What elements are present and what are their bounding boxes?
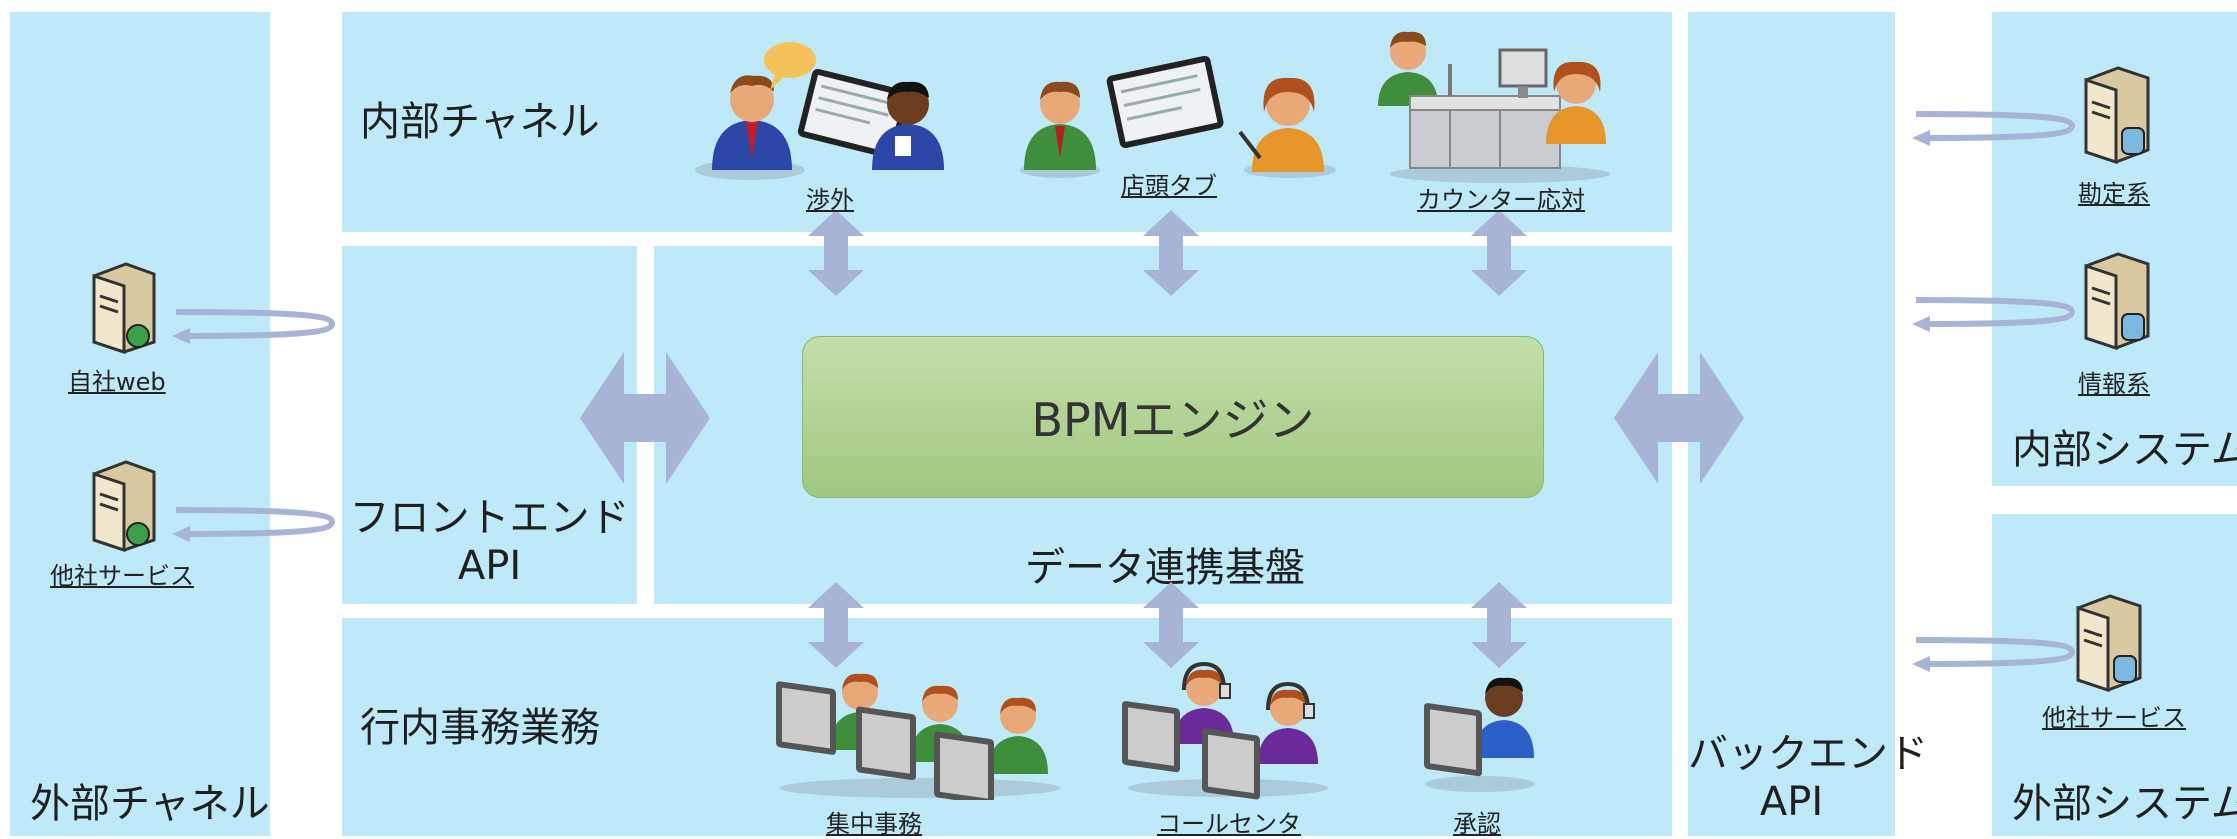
external-channel-panel — [10, 12, 270, 836]
frontend-api-label: フロントエンド API — [342, 494, 637, 590]
person-tablet-icon — [1020, 55, 1336, 178]
external-channel-label: 外部チャネル — [30, 781, 270, 827]
internal-channel-label: 内部チャネル — [360, 99, 600, 145]
web-server-icon — [92, 262, 156, 354]
bpm-engine-label: BPMエンジン — [1031, 393, 1315, 447]
backend-api-label-line2: API — [1759, 779, 1824, 825]
curved-arrow — [1912, 111, 2076, 146]
web-server-icon — [92, 460, 156, 552]
curved-arrow — [172, 507, 336, 542]
back-office-label: 行内事務業務 — [360, 705, 600, 751]
headset-operators-icon — [1122, 661, 1328, 800]
node-store-tablet: 店頭タブ — [1121, 172, 1217, 200]
node-counter: カウンター応対 — [1417, 186, 1585, 214]
vertical-arrow — [808, 210, 864, 296]
computer-operators-icon — [776, 673, 1060, 800]
vertical-arrow — [1143, 582, 1199, 668]
curved-arrow — [1912, 297, 2076, 332]
frontend-api-label-line1: フロントエンド — [349, 495, 630, 541]
database-server-icon — [2084, 252, 2150, 350]
vertical-arrow — [808, 582, 864, 668]
bpm-engine-box: BPMエンジン — [802, 336, 1544, 498]
vertical-arrow — [1143, 210, 1199, 296]
internal-system-label: 内部システム — [2012, 427, 2237, 473]
approver-icon — [1424, 677, 1535, 792]
frontend-api-label-line2: API — [457, 543, 522, 589]
counter-staff-icon — [1378, 31, 1610, 183]
node-own-web: 自社web — [68, 368, 166, 396]
database-server-icon — [2076, 594, 2142, 692]
horizontal-arrow — [1614, 352, 1744, 484]
data-platform-label: データ連携基盤 — [1025, 545, 1305, 591]
curved-arrow — [1912, 637, 2076, 672]
vertical-arrow — [1471, 582, 1527, 668]
node-other-service-sys: 他社サービス — [2042, 704, 2186, 732]
node-approval: 承認 — [1453, 810, 1501, 838]
node-call-center: コールセンタ — [1157, 810, 1301, 838]
node-other-service-ext: 他社サービス — [50, 562, 194, 590]
node-central-processing: 集中事務 — [826, 810, 922, 838]
vertical-arrow — [1471, 210, 1527, 296]
person-tablet-icon — [695, 42, 944, 180]
curved-arrow — [172, 309, 336, 344]
horizontal-arrow — [580, 352, 710, 484]
backend-api-label: バックエンド API — [1688, 730, 1928, 826]
node-information-system: 情報系 — [2078, 370, 2150, 398]
node-sales-rep: 渉外 — [806, 186, 854, 214]
external-system-label: 外部システム — [2012, 781, 2237, 827]
database-server-icon — [2084, 66, 2150, 164]
backend-api-label-line1: バックエンド — [1688, 731, 1928, 777]
node-accounting-system: 勘定系 — [2078, 180, 2150, 208]
